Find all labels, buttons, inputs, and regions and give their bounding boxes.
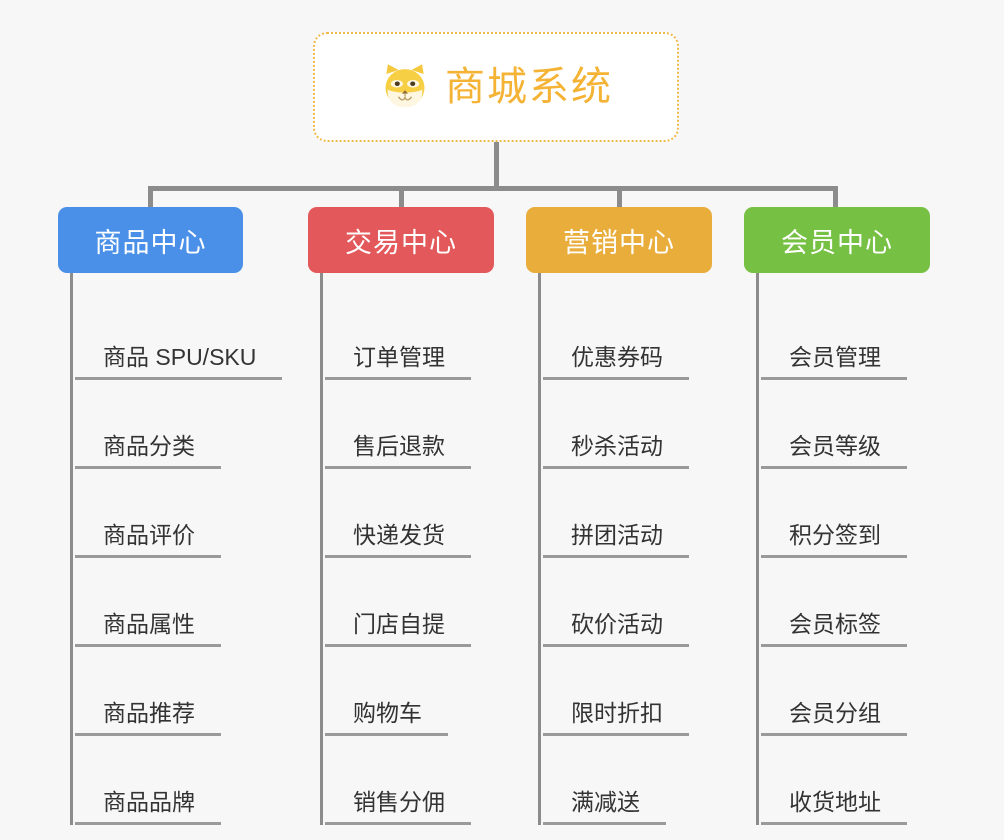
branch-items-member: 会员管理 会员等级 积分签到 会员标签 会员分组 收货地址 xyxy=(756,273,930,825)
leaf-label: 秒杀活动 xyxy=(543,433,689,469)
list-item[interactable]: 商品品牌 xyxy=(75,736,282,825)
connector-bus xyxy=(148,186,833,191)
leaf-label: 商品 SPU/SKU xyxy=(75,344,283,380)
list-item[interactable]: 售后退款 xyxy=(325,380,494,469)
leaf-label: 商品品牌 xyxy=(75,789,221,825)
branch-items-marketing: 优惠券码 秒杀活动 拼团活动 砍价活动 限时折扣 满减送 xyxy=(538,273,712,825)
branch-column-marketing: 营销中心 优惠券码 秒杀活动 拼团活动 砍价活动 限时折扣 满减送 xyxy=(526,207,712,825)
list-item[interactable]: 积分签到 xyxy=(761,469,930,558)
branch-items-trade: 订单管理 售后退款 快递发货 门店自提 购物车 销售分佣 xyxy=(320,273,494,825)
leaf-label: 商品属性 xyxy=(75,611,221,647)
branch-header-label: 商品中心 xyxy=(94,227,207,258)
connector-drop-2 xyxy=(399,186,404,211)
leaf-label: 售后退款 xyxy=(325,433,471,469)
leaf-label: 商品推荐 xyxy=(75,700,221,736)
leaf-label: 满减送 xyxy=(543,789,666,825)
list-item[interactable]: 会员标签 xyxy=(761,558,930,647)
leaf-label: 收货地址 xyxy=(761,789,907,825)
leaf-label: 会员分组 xyxy=(761,700,907,736)
leaf-label: 购物车 xyxy=(325,700,448,736)
list-item[interactable]: 购物车 xyxy=(325,647,494,736)
leaf-label: 砍价活动 xyxy=(543,611,689,647)
list-item[interactable]: 会员分组 xyxy=(761,647,930,736)
branch-header-product[interactable]: 商品中心 xyxy=(58,207,243,273)
connector-drop-1 xyxy=(148,186,153,211)
connector-drop-4 xyxy=(833,186,838,211)
root-node[interactable]: 商城系统 xyxy=(313,32,679,142)
branch-header-member[interactable]: 会员中心 xyxy=(744,207,930,273)
leaf-label: 会员管理 xyxy=(761,344,907,380)
leaf-label: 会员标签 xyxy=(761,611,907,647)
branch-header-label: 营销中心 xyxy=(563,227,675,258)
leaf-label: 限时折扣 xyxy=(543,700,689,736)
branch-column-trade: 交易中心 订单管理 售后退款 快递发货 门店自提 购物车 销售分佣 xyxy=(308,207,494,825)
list-item[interactable]: 商品属性 xyxy=(75,558,282,647)
list-item[interactable]: 商品 SPU/SKU xyxy=(75,291,283,380)
branch-items-product: 商品 SPU/SKU 商品分类 商品评价 商品属性 商品推荐 商品品牌 xyxy=(70,273,283,825)
leaf-label: 会员等级 xyxy=(761,433,907,469)
list-item[interactable]: 销售分佣 xyxy=(325,736,494,825)
branch-column-member: 会员中心 会员管理 会员等级 积分签到 会员标签 会员分组 收货地址 xyxy=(744,207,930,825)
branch-header-marketing[interactable]: 营销中心 xyxy=(526,207,712,273)
leaf-label: 积分签到 xyxy=(761,522,907,558)
list-item[interactable]: 订单管理 xyxy=(325,291,494,380)
list-item[interactable]: 优惠券码 xyxy=(543,291,712,380)
branch-header-label: 交易中心 xyxy=(345,227,457,258)
list-item[interactable]: 限时折扣 xyxy=(543,647,712,736)
leaf-label: 商品分类 xyxy=(75,433,221,469)
leaf-label: 快递发货 xyxy=(325,522,471,558)
leaf-label: 门店自提 xyxy=(325,611,471,647)
list-item[interactable]: 快递发货 xyxy=(325,469,494,558)
leaf-label: 优惠券码 xyxy=(543,344,689,380)
leaf-label: 拼团活动 xyxy=(543,522,689,558)
list-item[interactable]: 会员等级 xyxy=(761,380,930,469)
list-item[interactable]: 会员管理 xyxy=(761,291,930,380)
list-item[interactable]: 商品分类 xyxy=(75,380,282,469)
branch-header-label: 会员中心 xyxy=(781,227,893,258)
leaf-label: 销售分佣 xyxy=(325,789,471,825)
list-item[interactable]: 砍价活动 xyxy=(543,558,712,647)
list-item[interactable]: 满减送 xyxy=(543,736,712,825)
branch-header-trade[interactable]: 交易中心 xyxy=(308,207,494,273)
connector-drop-3 xyxy=(617,186,622,211)
leaf-label: 商品评价 xyxy=(75,522,221,558)
list-item[interactable]: 商品推荐 xyxy=(75,647,282,736)
leaf-label: 订单管理 xyxy=(325,344,471,380)
list-item[interactable]: 门店自提 xyxy=(325,558,494,647)
list-item[interactable]: 收货地址 xyxy=(761,736,930,825)
list-item[interactable]: 秒杀活动 xyxy=(543,380,712,469)
branch-column-product: 商品中心 商品 SPU/SKU 商品分类 商品评价 商品属性 商品推荐 商品品牌 xyxy=(58,207,283,825)
connector-stem xyxy=(494,142,499,190)
list-item[interactable]: 拼团活动 xyxy=(543,469,712,558)
shiba-inu-dog-face-icon xyxy=(379,61,431,113)
list-item[interactable]: 商品评价 xyxy=(75,469,282,558)
root-title: 商城系统 xyxy=(445,65,613,109)
